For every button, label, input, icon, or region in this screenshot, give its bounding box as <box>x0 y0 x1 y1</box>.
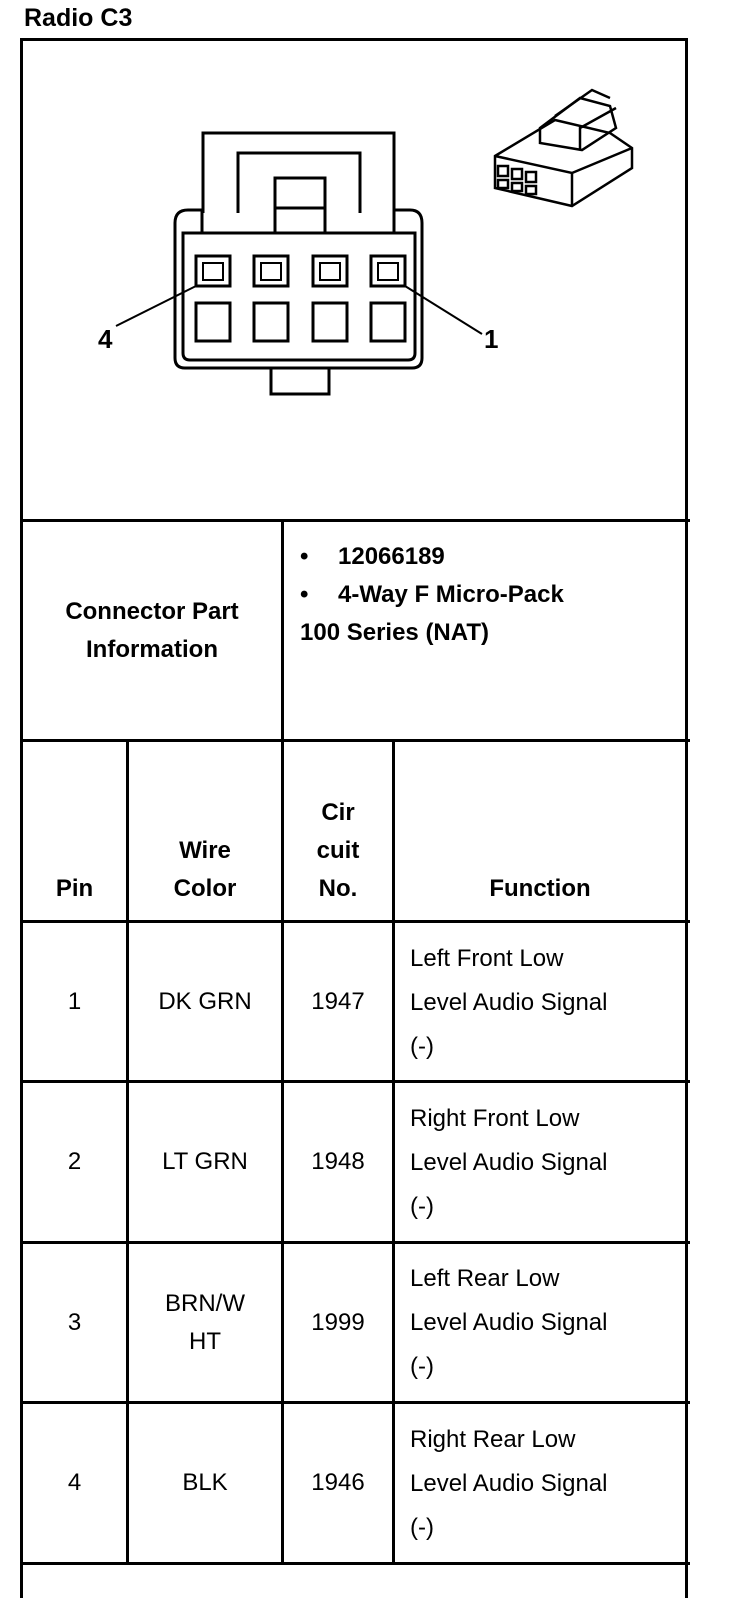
pin-label-4: 4 <box>98 324 113 354</box>
row-4-pin: 4 <box>67 1469 82 1496</box>
header-pin: Pin <box>55 875 94 902</box>
page-title: Radio C3 <box>24 4 133 32</box>
row-4-circuit: 1946 <box>311 1469 365 1496</box>
connector-info-label: Connector Part Information <box>23 522 281 739</box>
header-function: Function <box>489 875 591 902</box>
row-1-circuit: 1947 <box>311 987 365 1015</box>
rule-row-1 <box>20 1080 690 1083</box>
row-2-circuit: 1948 <box>311 1148 365 1175</box>
rule-col-circuit <box>281 519 284 1564</box>
row-1-pin: 1 <box>67 987 82 1015</box>
connector-type: 4-Way F Micro-Pack <box>338 581 564 608</box>
connector-diagram: 4 1 <box>98 88 634 396</box>
row-3-wire-color: BRN/W HT <box>165 1289 245 1355</box>
connector-isometric-icon <box>493 88 634 208</box>
row-4-wire-color: BLK <box>182 1469 228 1496</box>
row-3-pin: 3 <box>67 1308 82 1336</box>
row-4-function: Right Rear Low Level Audio Signal (-) <box>410 1426 608 1541</box>
connector-sheet <box>20 38 688 1598</box>
connector-info-label-line1: Connector Part <box>65 597 239 625</box>
row-1-wire-color: DK GRN <box>158 987 252 1015</box>
header-wire-color: Wire Color <box>173 837 237 902</box>
row-1-function: Left Front Low Level Audio Signal (-) <box>410 945 608 1060</box>
rule-col-wire <box>126 739 129 1564</box>
row-2-function: Right Front Low Level Audio Signal (-) <box>410 1105 608 1220</box>
rule-under-diagram <box>20 519 690 522</box>
rule-col-function <box>392 739 395 1564</box>
row-3-function: Left Rear Low Level Audio Signal (-) <box>410 1265 608 1380</box>
row-3-circuit: 1999 <box>311 1308 365 1336</box>
rule-row-2 <box>20 1241 690 1244</box>
connector-face-drawing <box>115 131 483 396</box>
pin-label-1: 1 <box>484 324 498 354</box>
row-2-pin: 2 <box>67 1148 82 1175</box>
rule-row-3 <box>20 1401 690 1404</box>
part-number: 12066189 <box>338 543 445 570</box>
rule-under-info <box>20 739 690 742</box>
rule-under-header <box>20 920 690 923</box>
connector-series: 100 Series (NAT) <box>300 619 489 646</box>
header-circuit-no: Cir cuit No. <box>316 799 360 902</box>
row-2-wire-color: LT GRN <box>162 1148 248 1175</box>
rule-row-4 <box>20 1562 690 1565</box>
connector-info-values: •12066189 •4-Way F Micro-Pack 100 Series… <box>300 538 564 652</box>
connector-info-label-line2: Information <box>86 635 218 663</box>
